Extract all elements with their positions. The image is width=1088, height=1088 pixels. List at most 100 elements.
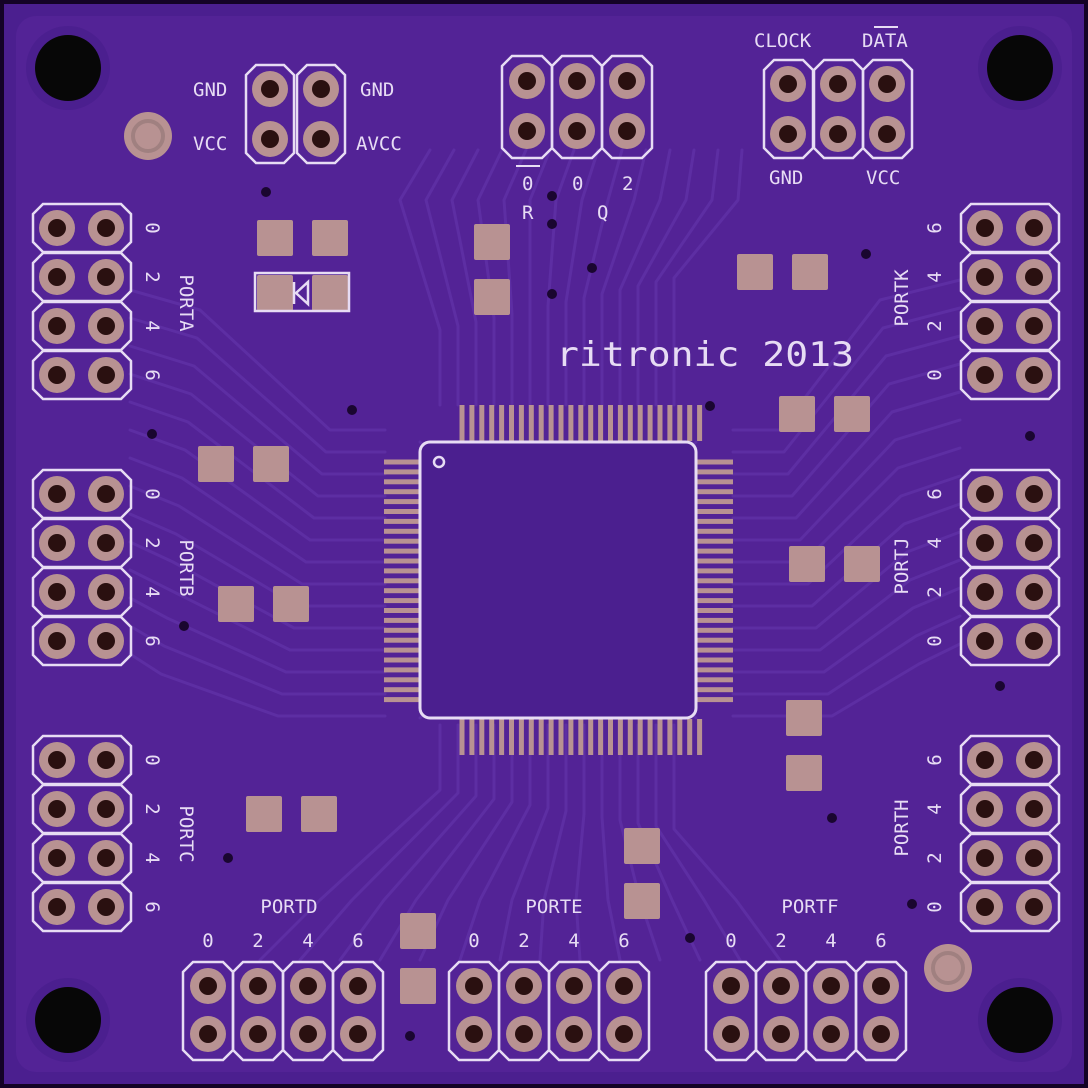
copper-trace <box>128 624 387 696</box>
header-pin <box>1016 791 1052 827</box>
copper-trace <box>128 456 387 564</box>
header-pin <box>456 1016 492 1052</box>
header-portf <box>704 960 908 1062</box>
copper-trace <box>731 362 962 498</box>
header-pin <box>39 210 75 246</box>
copper-trace <box>731 278 962 432</box>
header-pin <box>303 121 339 157</box>
header-pin <box>609 63 645 99</box>
copper-trace <box>654 723 742 962</box>
copper-trace <box>450 148 480 407</box>
pin-number-label: 4 <box>924 271 946 282</box>
copper-trace <box>128 344 387 476</box>
smd-pad <box>779 396 815 432</box>
header-pin <box>713 1016 749 1052</box>
smd-pad <box>786 755 822 791</box>
port-label-portd: PORTD <box>260 896 317 918</box>
mounting-hole-top-left <box>26 26 110 110</box>
smd-pad <box>737 254 773 290</box>
copper-trace <box>258 723 442 962</box>
header-pin <box>967 889 1003 925</box>
smd-pad <box>624 883 660 919</box>
svg-text:6: 6 <box>924 222 946 233</box>
header-pin <box>606 1016 642 1052</box>
pin-number-label: 2 <box>141 271 163 282</box>
pin-number-label: 4 <box>825 930 836 952</box>
reset-pin-label-0a: 0 <box>522 173 533 195</box>
copper-trace <box>731 530 962 630</box>
pin-number-label: 0 <box>202 930 213 952</box>
header-pin <box>39 791 75 827</box>
header-pin <box>869 66 905 102</box>
copper-trace <box>128 596 387 674</box>
mcu-chip <box>384 405 733 755</box>
svg-text:PORTJ: PORTJ <box>891 537 913 594</box>
copper-trace <box>600 148 648 407</box>
header-pin <box>1016 840 1052 876</box>
header-pin <box>820 116 856 152</box>
copper-trace <box>564 148 600 407</box>
header-pin <box>967 259 1003 295</box>
svg-text:PORTB: PORTB <box>175 539 197 596</box>
header-pin <box>1016 308 1052 344</box>
pin-number-label: 6 <box>924 754 946 765</box>
smd-pads <box>198 220 880 1004</box>
header-pin <box>813 968 849 1004</box>
svg-text:4: 4 <box>141 320 163 331</box>
header-pin <box>303 71 339 107</box>
ps2-gnd-label: GND <box>769 167 803 189</box>
header-pin <box>556 1016 592 1052</box>
port-label-porte: PORTE <box>525 896 582 918</box>
smd-pad <box>400 968 436 1004</box>
copper-trace <box>338 723 478 962</box>
header-power <box>244 63 347 165</box>
header-pin <box>39 308 75 344</box>
port-label-portf: PORTF <box>781 896 838 918</box>
header-pin <box>559 63 595 99</box>
copper-traces <box>128 148 1035 1041</box>
port-label-porth: PORTH <box>891 799 913 856</box>
smd-pad <box>789 546 825 582</box>
copper-trace <box>618 148 672 407</box>
header-reset <box>500 54 654 160</box>
led-footprint <box>253 271 351 313</box>
mounting-hole-top-right <box>978 26 1062 110</box>
header-pin <box>252 71 288 107</box>
smd-pad <box>218 586 254 622</box>
port-label-porta: PORTA <box>175 274 197 332</box>
pin-number-label: 2 <box>924 320 946 331</box>
svg-text:6: 6 <box>141 901 163 912</box>
header-porta <box>31 202 133 401</box>
header-pin <box>967 476 1003 512</box>
header-porte <box>447 960 651 1062</box>
pin-number-label: 4 <box>302 930 313 952</box>
copper-trace <box>636 148 696 407</box>
reset-signal-r: R <box>522 202 534 224</box>
svg-text:PORTA: PORTA <box>175 274 197 332</box>
smd-pad <box>246 796 282 832</box>
svg-text:0: 0 <box>924 369 946 380</box>
smd-pad <box>257 275 293 311</box>
via <box>179 621 189 631</box>
copper-trace <box>498 723 550 962</box>
header-pin <box>190 1016 226 1052</box>
reset-pin-label-0b: 0 <box>572 173 583 195</box>
header-portk <box>959 202 1061 401</box>
port-label-portk: PORTK <box>891 269 913 327</box>
copper-trace <box>128 400 387 520</box>
header-pin <box>340 1016 376 1052</box>
header-pin <box>39 840 75 876</box>
smd-pad <box>312 220 348 256</box>
pin-number-label: 0 <box>141 488 163 499</box>
power-label-avcc: AVCC <box>356 133 402 155</box>
smd-pad <box>624 828 660 864</box>
copper-trace <box>458 723 532 962</box>
copper-trace <box>731 586 962 674</box>
pin-number-label: 4 <box>924 537 946 548</box>
reset-pin-label-2: 2 <box>622 173 633 195</box>
pin-number-label: 2 <box>141 803 163 814</box>
header-pin <box>506 1016 542 1052</box>
copper-trace <box>128 484 387 586</box>
copper-trace <box>128 652 387 718</box>
